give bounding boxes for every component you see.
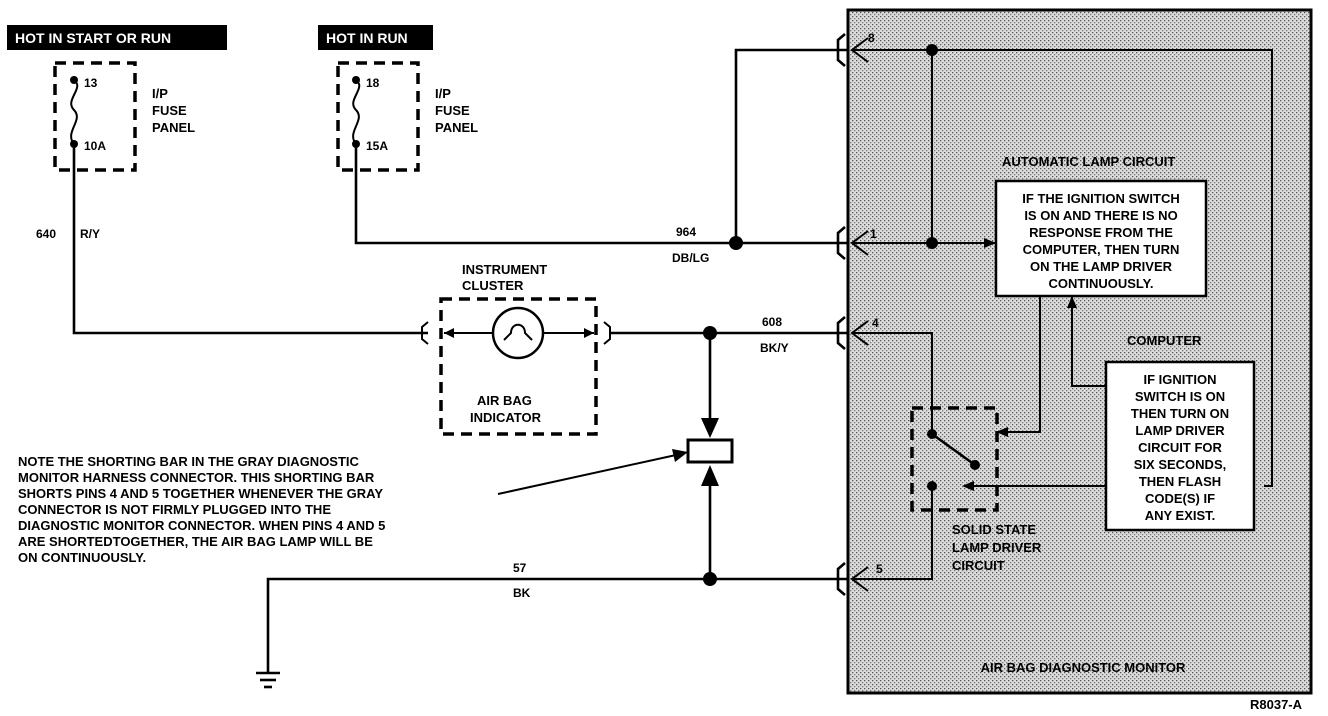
box2-line-7: THEN FLASH	[1139, 474, 1221, 489]
cluster-box	[439, 297, 598, 436]
wire-608: 608 BK/Y	[610, 315, 848, 355]
wire-964-circuit: 964	[676, 225, 696, 239]
wire-608-circuit: 608	[762, 315, 782, 329]
automatic-lamp-info-box: IF THE IGNITION SWITCH IS ON AND THERE I…	[994, 179, 1208, 298]
note-line-2: MONITOR HARNESS CONNECTOR. THIS SHORTING…	[18, 470, 375, 485]
box2-line-6: SIX SECONDS,	[1134, 457, 1226, 472]
fuse-element-right	[352, 79, 361, 145]
box2-line-8: CODE(S) IF	[1145, 491, 1215, 506]
fuse-tag-left: HOT IN START OR RUN	[15, 30, 171, 46]
instrument-cluster: INSTRUMENT CLUSTER AIR BAG INDICATOR	[421, 262, 611, 436]
monitor-title: AIR BAG DIAGNOSTIC MONITOR	[981, 660, 1186, 675]
wire-640: 640 R/Y	[36, 144, 428, 335]
ground-icon	[256, 671, 280, 689]
fuse-left-label-2: FUSE	[152, 103, 187, 118]
box2-line-2: SWITCH IS ON	[1135, 389, 1225, 404]
cluster-title-1: INSTRUMENT	[462, 262, 547, 277]
wire-640-circuit: 640	[36, 227, 56, 241]
box1-line-6: CONTINUOUSLY.	[1049, 276, 1154, 291]
fuse-tag-right-bg	[318, 25, 433, 50]
driver-label-1: SOLID STATE	[952, 522, 1036, 537]
shorting-bar-note: NOTE THE SHORTING BAR IN THE GRAY DIAGNO…	[18, 449, 688, 565]
box1-line-1: IF THE IGNITION SWITCH	[1022, 191, 1179, 206]
box1-line-4: COMPUTER, THEN TURN	[1023, 242, 1180, 257]
computer-info-box: IF IGNITION SWITCH IS ON THEN TURN ON LA…	[1104, 360, 1256, 532]
fuse-element-left	[70, 79, 79, 145]
box2-line-4: LAMP DRIVER	[1135, 423, 1225, 438]
box1-line-2: IS ON AND THERE IS NO	[1024, 208, 1177, 223]
pin-4-label: 4	[872, 316, 879, 330]
solid-state-lamp-driver: SOLID STATE LAMP DRIVER CIRCUIT	[910, 406, 1042, 573]
wire-608-color: BK/Y	[760, 341, 789, 355]
fuse-right-label-3: PANEL	[435, 120, 478, 135]
computer-label: COMPUTER	[1127, 333, 1202, 348]
cluster-title-2: CLUSTER	[462, 278, 524, 293]
note-line-3: SHORTS PINS 4 AND 5 TOGETHER WHENEVER TH…	[18, 486, 383, 501]
wire-964-color: DB/LG	[672, 251, 709, 265]
fuse-right-pin-bottom: 15A	[366, 139, 388, 153]
note-line-7: ON CONTINUOUSLY.	[18, 550, 146, 565]
box2-line-9: ANY EXIST.	[1145, 508, 1216, 523]
fuse-left-label-1: I/P	[152, 86, 168, 101]
indicator-label-2: INDICATOR	[470, 410, 542, 425]
pin-8-label: 8	[868, 31, 875, 45]
box1-line-5: ON THE LAMP DRIVER	[1030, 259, 1173, 274]
fuse-right-pin-top: 18	[366, 76, 380, 90]
fuse-box-left	[53, 61, 137, 172]
wire-640-color: R/Y	[80, 227, 100, 241]
fuse-left-label-3: PANEL	[152, 120, 195, 135]
note-line-5: DIAGNOSTIC MONITOR CONNECTOR. WHEN PINS …	[18, 518, 385, 533]
figure-id: R8037-A	[1250, 697, 1303, 712]
monitor-internal-wiring	[852, 44, 1273, 580]
pin-1-label: 1	[870, 227, 877, 241]
shorting-bar	[686, 333, 734, 579]
fuse-left-pin-top: 13	[84, 76, 98, 90]
lamp-bulb-icon	[491, 306, 545, 360]
note-line-6: ARE SHORTEDTOGETHER, THE AIR BAG LAMP WI…	[18, 534, 373, 549]
driver-label-2: LAMP DRIVER	[952, 540, 1042, 555]
fuse-panel-left: HOT IN START OR RUN 13 10A I/P FUSE PANE…	[7, 25, 227, 172]
pin-5-label: 5	[876, 562, 883, 576]
wire-57: 57 BK	[266, 561, 848, 673]
fuse-tag-left-bg	[7, 25, 227, 50]
box1-line-3: RESPONSE FROM THE	[1029, 225, 1173, 240]
box2-line-3: THEN TURN ON	[1131, 406, 1229, 421]
indicator-label-1: AIR BAG	[477, 393, 532, 408]
fuse-right-label-1: I/P	[435, 86, 451, 101]
note-line-1: NOTE THE SHORTING BAR IN THE GRAY DIAGNO…	[18, 454, 360, 469]
fuse-tag-right: HOT IN RUN	[326, 30, 408, 46]
fuse-box-right	[336, 61, 420, 172]
box2-line-5: CIRCUIT FOR	[1138, 440, 1222, 455]
fuse-left-pin-bottom: 10A	[84, 139, 106, 153]
wire-964: 964 DB/LG	[354, 48, 848, 265]
driver-label-3: CIRCUIT	[952, 558, 1005, 573]
box2-line-1: IF IGNITION	[1144, 372, 1217, 387]
wire-57-circuit: 57	[513, 561, 527, 575]
auto-lamp-circuit-label: AUTOMATIC LAMP CIRCUIT	[1002, 154, 1175, 169]
wire-57-color: BK	[513, 586, 531, 600]
fuse-panel-right: HOT IN RUN 18 15A I/P FUSE PANEL	[318, 25, 478, 172]
diagnostic-monitor-module: AIR BAG DIAGNOSTIC MONITOR	[846, 8, 1313, 695]
fuse-right-label-2: FUSE	[435, 103, 470, 118]
note-line-4: CONNECTOR IS NOT FIRMLY PLUGGED INTO THE	[18, 502, 331, 517]
